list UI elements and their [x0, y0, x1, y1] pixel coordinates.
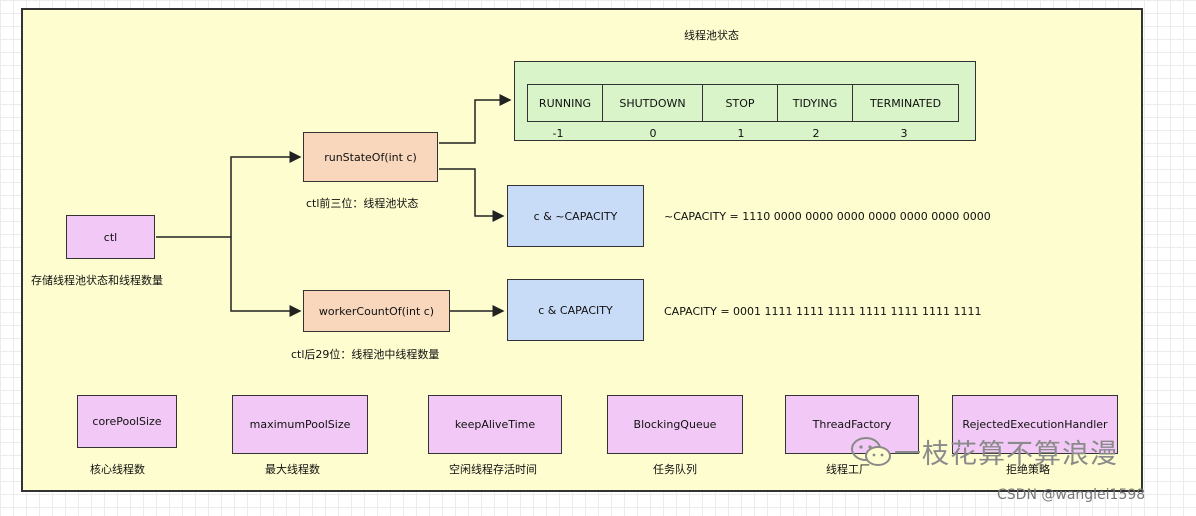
ctl-caption: 存储线程池状态和线程数量 — [31, 274, 163, 287]
param-rejected-execution-handler: RejectedExecutionHandler — [952, 395, 1118, 454]
param-keep-alive-time-caption: 空闲线程存活时间 — [449, 463, 537, 476]
param-maximum-pool-size: maximumPoolSize — [232, 395, 368, 454]
not-capacity-note: ~CAPACITY = 1110 0000 0000 0000 0000 000… — [664, 210, 991, 223]
param-blocking-queue: BlockingQueue — [607, 395, 743, 454]
watermark: 一枝花算不算浪漫 — [848, 432, 1118, 471]
state-value-running: -1 — [552, 127, 564, 140]
state-value-shutdown: 0 — [649, 127, 657, 140]
ctl-box: ctl — [66, 215, 155, 259]
run-state-of-box: runStateOf(int c) — [303, 132, 438, 182]
state-stop: STOP — [702, 84, 778, 122]
run-state-caption: ctl前三位：线程池状态 — [306, 197, 419, 210]
worker-count-caption: ctl后29位：线程池中线程数量 — [291, 348, 440, 361]
watermark-text: 一枝花算不算浪漫 — [894, 439, 1118, 470]
run-state-table: RUNNING SHUTDOWN STOP TIDYING TERMINATED — [527, 84, 959, 122]
state-value-tidying: 2 — [812, 127, 820, 140]
param-blocking-queue-caption: 任务队列 — [653, 463, 697, 476]
worker-count-of-box: workerCountOf(int c) — [303, 290, 450, 332]
csdn-credit: CSDN @wanglei1598 — [997, 487, 1146, 503]
wechat-icon — [851, 436, 891, 466]
param-core-pool-size-caption: 核心线程数 — [90, 463, 145, 476]
capacity-box: c & CAPACITY — [507, 279, 644, 341]
state-terminated: TERMINATED — [852, 84, 959, 122]
arrow-runstate-to-not-capacity — [439, 168, 505, 222]
state-shutdown: SHUTDOWN — [602, 84, 703, 122]
param-thread-factory: ThreadFactory — [785, 395, 919, 454]
arrow-runstate-to-states — [439, 94, 512, 144]
arrow-ctl-to-workercount — [230, 237, 302, 317]
state-value-stop: 1 — [737, 127, 745, 140]
arrow-ctl-to-runstate — [156, 151, 302, 238]
param-maximum-pool-size-caption: 最大线程数 — [265, 463, 320, 476]
param-keep-alive-time: keepAliveTime — [428, 395, 562, 454]
capacity-note: CAPACITY = 0001 1111 1111 1111 1111 1111… — [664, 305, 982, 318]
diagram-title: 线程池状态 — [684, 29, 739, 42]
not-capacity-box: c & ~CAPACITY — [507, 185, 644, 247]
state-running: RUNNING — [527, 84, 603, 122]
state-tidying: TIDYING — [777, 84, 853, 122]
param-core-pool-size: corePoolSize — [77, 395, 177, 448]
param-thread-factory-caption: 线程工厂 — [826, 463, 870, 476]
state-value-terminated: 3 — [900, 127, 908, 140]
param-rejected-execution-handler-caption: 拒绝策略 — [1006, 463, 1050, 476]
